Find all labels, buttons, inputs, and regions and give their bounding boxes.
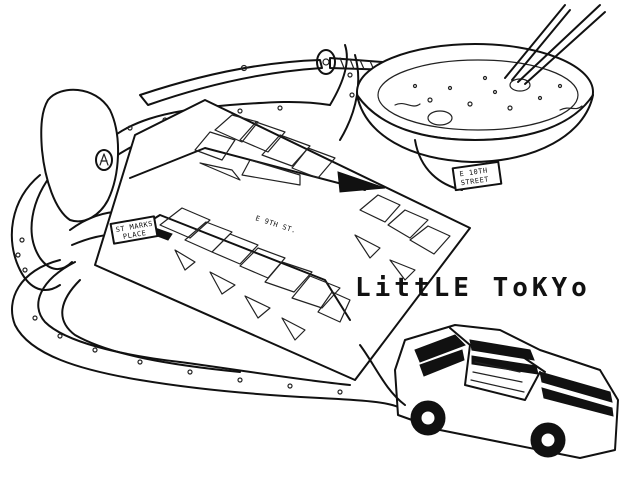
street-sign-e10th: E 10TH STREET xyxy=(451,160,503,192)
racing-car-icon xyxy=(359,324,619,459)
squid-icon xyxy=(40,88,119,223)
chopsticks-icon xyxy=(504,4,606,85)
e10th-label-2: STREET xyxy=(460,175,489,187)
e10th-label-1: E 10TH xyxy=(459,167,488,179)
street-map: ST MARKS PLACE E 9TH ST. xyxy=(94,99,471,381)
st-marks-label-2: PLACE xyxy=(122,229,147,241)
street-sign-st-marks: ST MARKS PLACE xyxy=(109,215,159,245)
title-text: LittLE ToKYo xyxy=(355,273,591,303)
tentacles xyxy=(10,44,401,409)
